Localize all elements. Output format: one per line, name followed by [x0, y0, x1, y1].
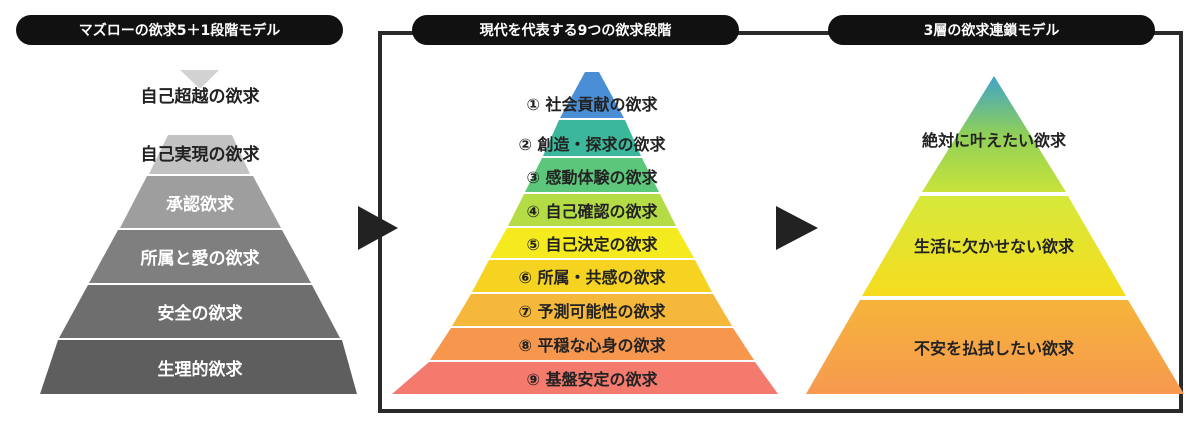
modern-label-6: ⑥ 所属・共感の欲求 — [518, 268, 666, 287]
chain-label-middle: 生活に欠かせない欲求 — [913, 237, 1074, 256]
maslow-physiological-shape — [40, 340, 357, 394]
modern-level-9-shape — [392, 362, 778, 394]
maslow-belonging-shape — [89, 230, 311, 283]
modern-label-4: ④ 自己確認の欲求 — [526, 202, 658, 221]
modern-label-2: ② 創造・探求の欲求 — [518, 135, 666, 154]
modern-label-5: ⑤ 自己決定の欲求 — [526, 235, 658, 254]
maslow-title: マズローの欲求5＋1段階モデル — [16, 15, 343, 45]
modern-level-8-shape — [430, 328, 754, 360]
chain-pyramid — [806, 76, 1184, 394]
modern-level-2-shape — [543, 120, 641, 156]
maslow-esteem-shape — [120, 176, 281, 228]
modern-label-3: ③ 感動体験の欲求 — [526, 168, 658, 187]
maslow-label-esteem: 承認欲求 — [166, 194, 234, 215]
modern-level-4-shape — [508, 194, 676, 226]
maslow-label-transcendence: 自己超越の欲求 — [140, 86, 260, 107]
chain-bottom-shape — [806, 300, 1184, 394]
chain-top-shape — [922, 76, 1066, 192]
modern-label-9: ⑨ 基盤安定の欲求 — [526, 370, 658, 389]
maslow-transcendence-shape — [180, 70, 219, 88]
maslow-actualization-shape — [149, 135, 250, 174]
modern-label-1: ① 社会貢献の欲求 — [526, 95, 658, 114]
modern-label-8: ⑧ 平穏な心身の欲求 — [518, 336, 666, 355]
chain-middle-shape — [862, 196, 1126, 296]
maslow-label-actualization: 自己実現の欲求 — [140, 144, 260, 165]
maslow-safety-shape — [59, 285, 340, 338]
chain-title: 3層の欲求連鎖モデル — [828, 15, 1155, 45]
modern-level-6-shape — [472, 260, 712, 292]
arrow-right-icon — [358, 206, 398, 250]
modern-level-5-shape — [490, 228, 694, 258]
arrow-right-icon — [776, 206, 818, 250]
modern-level-7-shape — [452, 294, 732, 326]
maslow-pyramid — [40, 70, 357, 394]
modern-label-7: ⑦ 予測可能性の欲求 — [518, 302, 666, 321]
chain-label-bottom: 不安を払拭したい欲求 — [913, 339, 1074, 358]
modern-pyramid — [392, 72, 778, 394]
maslow-label-belonging: 所属と愛の欲求 — [140, 248, 260, 269]
chain-label-top: 絶対に叶えたい欲求 — [921, 131, 1066, 150]
modern-title: 現代を代表する9つの欲求段階 — [412, 15, 739, 45]
maslow-label-safety: 安全の欲求 — [157, 303, 243, 324]
modern-level-1-shape — [560, 72, 624, 118]
maslow-label-physiological: 生理的欲求 — [157, 359, 243, 380]
modern-level-3-shape — [525, 158, 659, 192]
